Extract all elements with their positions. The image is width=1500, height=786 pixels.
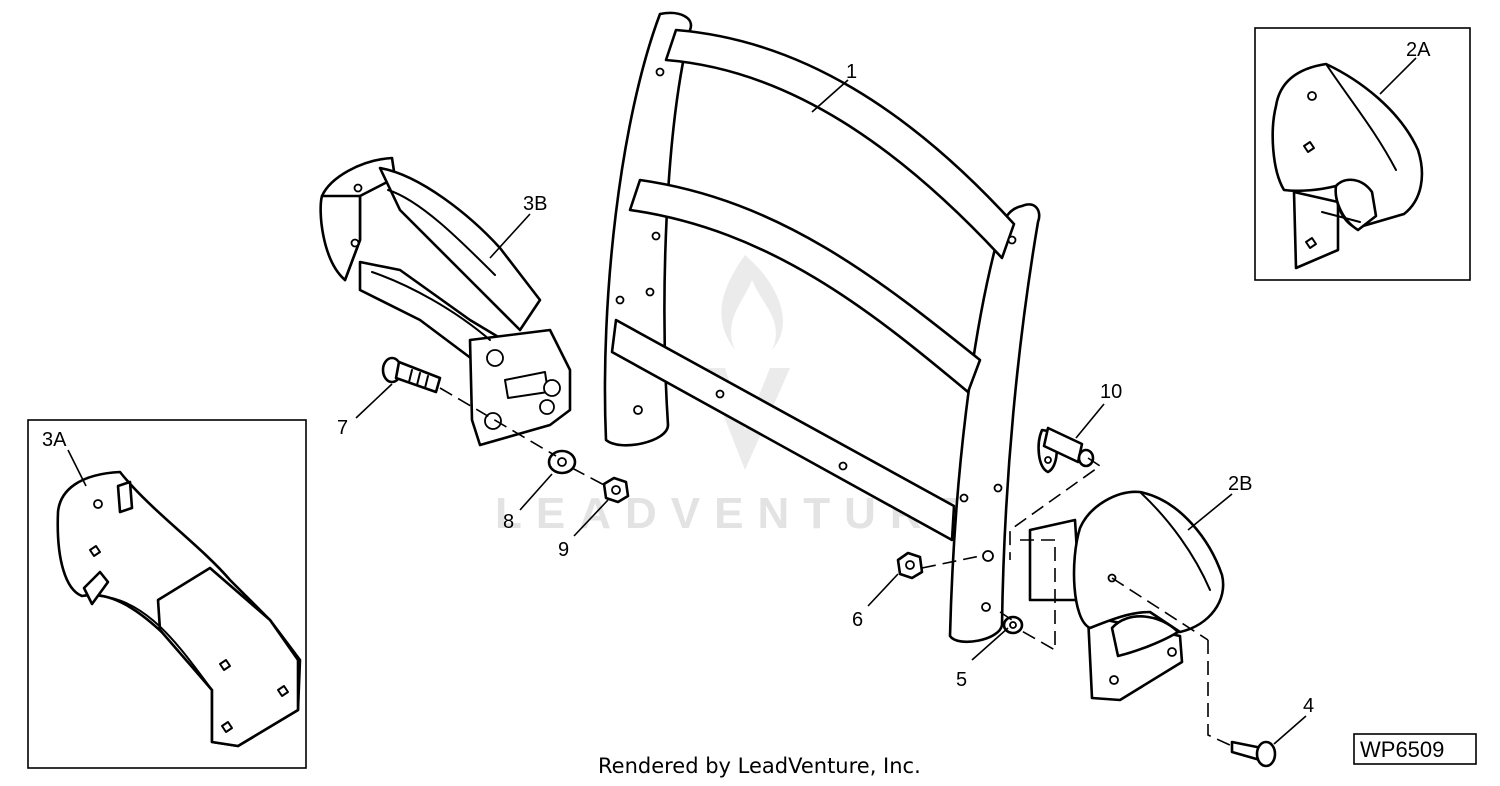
inset-3a: 3A xyxy=(27,419,307,769)
leader-lines xyxy=(355,79,1307,745)
figure-id: WP6509 xyxy=(1360,737,1444,762)
callout-8: 8 xyxy=(503,511,514,533)
callouts: 1 3B 7 8 9 6 5 10 2B 4 xyxy=(337,61,1314,717)
part-3b-left-bracket xyxy=(319,156,572,447)
part-7-bolt xyxy=(381,356,442,394)
callout-7: 7 xyxy=(337,417,348,439)
figure-id-box: WP6509 xyxy=(1353,733,1477,765)
part-9-nut xyxy=(602,476,630,504)
assembly-lines xyxy=(439,387,1233,747)
callout-6: 6 xyxy=(852,609,863,631)
callout-2a: 2A xyxy=(1406,39,1431,61)
footer-credit: Rendered by LeadVenture, Inc. xyxy=(598,754,921,778)
callout-3b: 3B xyxy=(523,193,547,215)
part-2b-right-bracket xyxy=(1028,490,1225,702)
inset-2a: 2A xyxy=(1254,27,1471,281)
callout-1: 1 xyxy=(846,61,857,83)
part-5-washer xyxy=(1002,615,1024,635)
callout-2b: 2B xyxy=(1228,473,1252,495)
callout-4: 4 xyxy=(1303,695,1314,717)
part-1-front-guard xyxy=(603,11,1041,644)
callout-9: 9 xyxy=(558,539,569,561)
callout-3a: 3A xyxy=(42,429,67,451)
part-10-latch-pin xyxy=(1037,426,1095,474)
callout-10: 10 xyxy=(1100,381,1122,403)
part-4-carriage-bolt xyxy=(1230,740,1277,768)
callout-5: 5 xyxy=(956,669,967,691)
part-6-nut xyxy=(896,551,924,580)
